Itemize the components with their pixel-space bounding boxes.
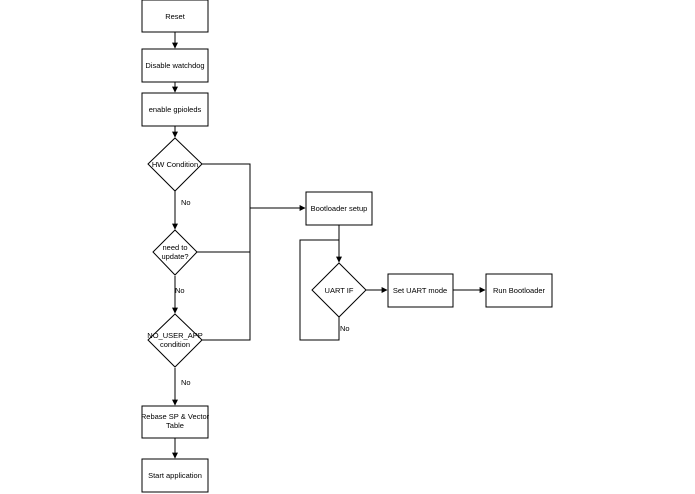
node-start-application: [141, 458, 209, 493]
node-reset: [141, 0, 209, 33]
connectors: [172, 32, 486, 459]
node-hw-condition: [147, 137, 203, 192]
node-start-application-label: Start application: [148, 471, 202, 480]
node-bootloader-setup-label: Bootloader setup: [311, 204, 368, 213]
edge-label-uart-no: No: [340, 324, 350, 333]
node-run-bootloader: [485, 273, 553, 308]
node-disable-watchdog: [141, 48, 209, 83]
line-uartif-loop: [299, 239, 340, 341]
node-disable-watchdog-label: Disable watchdog: [145, 61, 204, 70]
node-no-user-app-label-2: condition: [160, 340, 190, 349]
node-uart-if-label: UART IF: [325, 286, 354, 295]
node-enable-gpioleds-label: enable gpioleds: [149, 105, 202, 114]
edge-label-hw-no: No: [181, 198, 191, 207]
node-no-user-app-label-1: NO_USER_APP: [147, 331, 202, 340]
node-need-to-update-label-1: need to: [162, 243, 187, 252]
node-rebase: [141, 405, 209, 439]
edge-label-userapp-no: No: [181, 378, 191, 387]
node-rebase-label-2: Table: [166, 421, 184, 430]
node-reset-label: Reset: [165, 12, 186, 21]
node-hw-condition-label: HW Condition: [152, 160, 198, 169]
node-bootloader-setup: [305, 191, 373, 226]
node-no-user-app: [147, 313, 203, 368]
node-need-to-update-label-2: update?: [161, 252, 188, 261]
node-set-uart-mode: [387, 273, 454, 308]
node-rebase-label-1: Rebase SP & Vector: [141, 412, 210, 421]
node-uart-if: [311, 262, 367, 318]
node-enable-gpioleds: [141, 92, 209, 127]
edge-label-update-no: No: [175, 286, 185, 295]
node-run-bootloader-label: Run Bootloader: [493, 286, 546, 295]
node-need-to-update: [152, 229, 198, 276]
node-set-uart-mode-label: Set UART mode: [393, 286, 447, 295]
